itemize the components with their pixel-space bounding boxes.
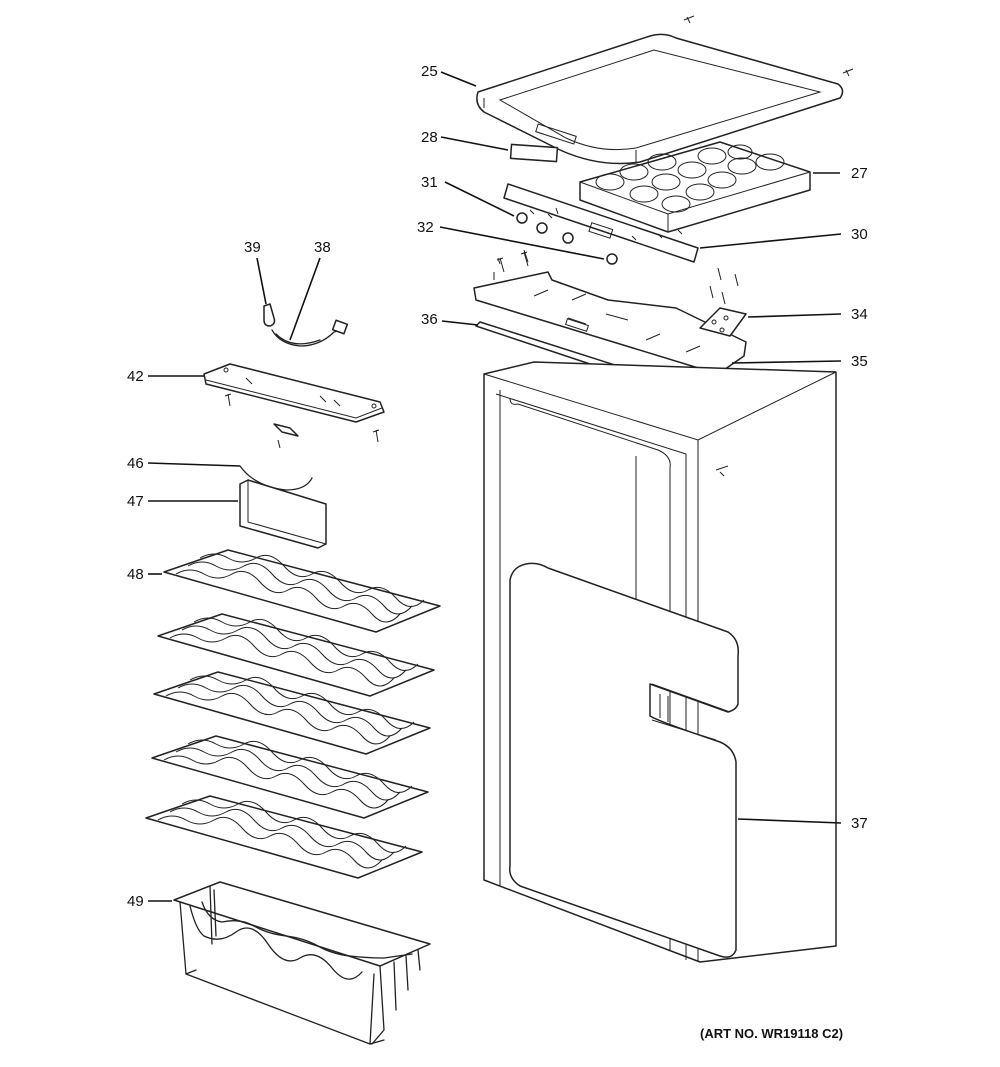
part-38-wire-harness[interactable] [271,319,349,347]
callout-31: 31 [421,174,438,191]
callout-27: 27 [851,165,868,182]
part-37-door-panel[interactable] [508,562,740,958]
callout-35: 35 [851,353,868,370]
callout-28: 28 [421,129,438,146]
callout-32: 32 [417,219,434,236]
callout-46: 46 [127,455,144,472]
part-25-top-cover[interactable] [476,33,844,165]
part-48-wine-racks[interactable] [145,549,441,879]
light-switch [273,423,299,437]
callout-25: 25 [421,63,438,80]
part-30-control-panel[interactable] [503,183,699,263]
wine-rack [145,795,423,879]
screw-icon [683,15,854,77]
leader-lines [147,71,842,902]
callout-47: 47 [127,493,144,510]
callout-37: 37 [851,815,868,832]
callout-48: 48 [127,566,144,583]
part-32-switch-knob[interactable] [606,253,618,265]
callout-30: 30 [851,226,868,243]
screw-icon [496,251,739,305]
screw-icon [224,393,380,449]
part-34-hinge-bracket[interactable] [699,307,747,337]
part-42-light-housing[interactable] [203,363,385,423]
part-35-mounting-plate[interactable] [473,249,747,375]
part-49-bottle-basket[interactable] [173,881,431,1045]
callout-38: 38 [314,239,331,256]
wine-rack [151,735,429,819]
part-28-badge[interactable] [509,143,559,163]
callout-42: 42 [127,368,144,385]
part-39-lamp-bulb[interactable] [263,303,276,327]
callout-39: 39 [244,239,261,256]
callout-34: 34 [851,306,868,323]
callout-labels: 25 28 31 32 27 30 34 36 35 37 39 38 42 4… [127,63,868,910]
part-27-grid-filter[interactable] [579,141,811,233]
wine-rack [153,671,431,755]
wine-rack [157,613,435,697]
callout-49: 49 [127,893,144,910]
wine-rack [163,549,441,633]
part-47-lens-cover[interactable] [239,479,327,549]
callout-36: 36 [421,311,438,328]
part-31-knobs[interactable] [516,207,683,244]
art-number: (ART NO. WR19118 C2) [700,1026,844,1041]
